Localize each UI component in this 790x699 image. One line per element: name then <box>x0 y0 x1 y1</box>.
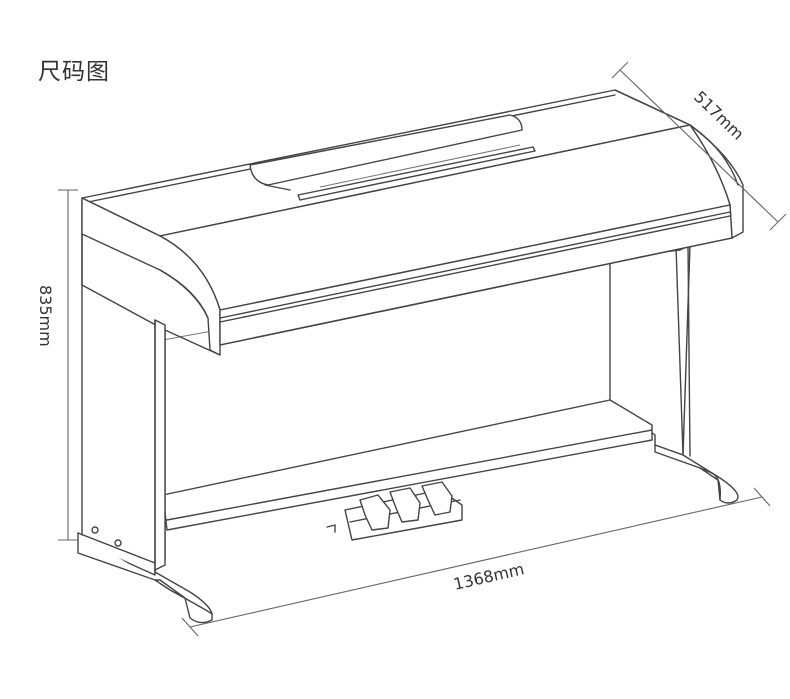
page-title: 尺码图 <box>38 59 110 85</box>
pedal-right <box>421 481 453 516</box>
width-dim-line <box>189 496 763 628</box>
height-dimension: 835mm <box>36 189 78 541</box>
width-dim-tick-left <box>181 617 199 637</box>
depth-dim-tick-bottom <box>769 213 787 231</box>
right-foot-curve <box>699 467 722 501</box>
pedal-left <box>359 494 391 531</box>
music-rest-slot <box>319 144 521 188</box>
music-rest-base <box>264 184 291 191</box>
pedal-middle <box>389 487 421 523</box>
music-rest-ledge <box>297 146 536 201</box>
right-leg-edge <box>675 245 684 456</box>
left-cheek-curve <box>159 269 209 319</box>
width-label: 1368mm <box>452 559 526 594</box>
left-leg-front <box>154 319 166 571</box>
right-leg-edge-2 <box>687 243 691 457</box>
cabinet-bottom-edge <box>164 329 221 356</box>
left-foot <box>77 532 213 624</box>
left-foot-top <box>154 571 213 615</box>
jack-hole-1 <box>91 526 99 534</box>
cabinet-bottom-front <box>219 237 733 346</box>
depth-dim-tick-top <box>611 61 629 79</box>
pedal-cable <box>326 524 336 533</box>
depth-dim-line <box>619 69 779 223</box>
key-slip-line-2 <box>219 215 731 323</box>
jack-hole-2 <box>114 539 122 547</box>
pedal-shelf-edge <box>166 429 653 521</box>
left-foot-ridge <box>77 532 156 564</box>
key-slip-line-1 <box>219 211 731 319</box>
width-dim-tick-right <box>753 487 771 507</box>
right-foot <box>654 444 739 504</box>
right-cheek-curve <box>689 124 739 186</box>
music-rest <box>249 114 523 186</box>
height-label: 835mm <box>36 285 55 347</box>
